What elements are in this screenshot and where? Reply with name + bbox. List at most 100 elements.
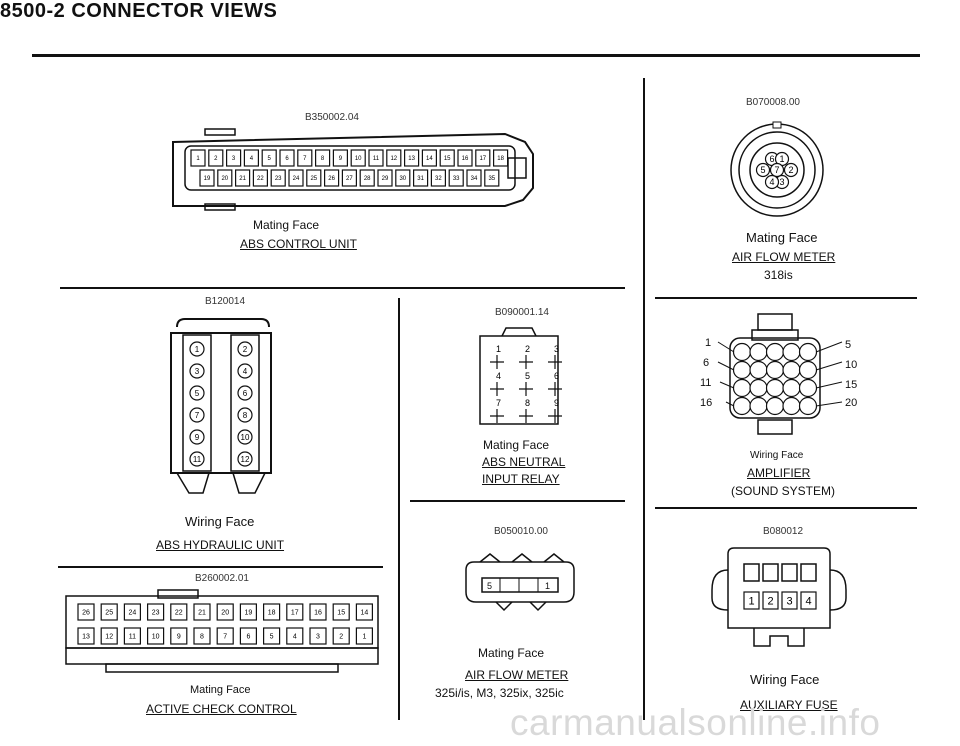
amp-label-16: 16 — [700, 397, 713, 409]
abs-neutral-pin-6 — [548, 382, 562, 396]
amplifier-pin-15 — [798, 378, 818, 398]
abs-hydraulic-pin-4 — [237, 363, 253, 379]
active-check-pin-7-label: 7 — [223, 633, 227, 640]
abs-control-pin-6-label: 6 — [285, 156, 289, 162]
abs-hydraulic-pin-8 — [237, 407, 253, 423]
divider-h2 — [655, 297, 917, 299]
abs-control-pin-10 — [350, 149, 366, 167]
abs-control-pin-9 — [332, 149, 348, 167]
abs-hydraulic-pin-9-label: 9 — [195, 433, 200, 442]
divider-v1 — [643, 78, 645, 720]
watermark: carmanualsonline.info — [510, 702, 881, 743]
active-check-pin-26-label: 26 — [82, 609, 90, 616]
divider-v2 — [398, 298, 400, 720]
amplifier-pin-12 — [749, 378, 768, 398]
active-check-pin-17 — [286, 603, 304, 621]
abs-control-face: Mating Face — [253, 218, 320, 232]
amp-label-1: 1 — [705, 337, 712, 349]
abs-control-component: ABS CONTROL UNIT — [240, 237, 357, 251]
active-check-pin-19-label: 19 — [245, 609, 253, 616]
active-check-pin-21-label: 21 — [198, 609, 206, 616]
amp-label-20: 20 — [845, 397, 858, 409]
abs-control-pin-31-label: 31 — [417, 176, 424, 182]
auxfuse-slot-3 — [781, 563, 798, 582]
abs-hydraulic-pin-11 — [189, 451, 205, 467]
abs-control-pin-5 — [261, 149, 277, 167]
active-check-component: ACTIVE CHECK CONTROL — [146, 702, 297, 716]
abs-neutral-pin-6-label: 6 — [554, 371, 559, 381]
amp-label-10: 10 — [845, 359, 858, 371]
abs-hydraulic-pin-3 — [189, 363, 205, 379]
abs-control-pin-29-label: 29 — [382, 176, 389, 182]
active-check-pin-3-label: 3 — [316, 633, 320, 640]
abs-control-pin-31 — [413, 169, 429, 187]
abs-hydraulic-pin-6-label: 6 — [243, 389, 248, 398]
airflow318-pin-1-label: 1 — [779, 154, 784, 164]
abs-control-pin-32 — [430, 169, 446, 187]
abs-control-pin-26-label: 26 — [328, 176, 335, 182]
amplifier-pin-20 — [798, 396, 818, 416]
abs-control-pin-35-label: 35 — [488, 176, 495, 182]
abs-control-pin-11 — [368, 149, 384, 167]
abs-control-pin-4 — [243, 149, 260, 167]
amp-label-5: 5 — [845, 339, 852, 351]
active-check-pin-20-label: 20 — [221, 609, 229, 616]
abs-control-pin-29 — [377, 169, 393, 187]
header-rule — [32, 54, 920, 57]
airflow318-model: 318is — [764, 268, 793, 282]
abs-control-pin-28-label: 28 — [364, 176, 371, 182]
abs-control-pin-25 — [306, 169, 322, 187]
abs-control-pin-1-label: 1 — [196, 156, 200, 162]
abs-hydraulic-pin-5-label: 5 — [195, 389, 200, 398]
abs-neutral-pin-7-label: 7 — [496, 398, 501, 408]
abs-control-pin-15-label: 15 — [444, 156, 451, 162]
abs-control-pin-12-label: 12 — [390, 156, 397, 162]
abs-control-pin-12 — [386, 149, 402, 167]
active-check-pin-16-label: 16 — [314, 609, 322, 616]
active-check-pin-22-label: 22 — [175, 609, 183, 616]
abs-hydraulic-pin-3-label: 3 — [195, 367, 200, 376]
abs-hydraulic-code: B120014 — [205, 296, 246, 307]
amplifier-pin-16 — [732, 396, 752, 416]
abs-hydraulic-pin-4-label: 4 — [243, 367, 248, 376]
abs-control-pin-34 — [466, 169, 482, 187]
amplifier-pin-10 — [798, 360, 818, 380]
abs-control-pin-3-label: 3 — [232, 156, 236, 162]
airflow318-pin-7-label: 7 — [774, 165, 779, 175]
airflow318-pin-4-label: 4 — [769, 177, 774, 187]
airflow325-model: 325i/is, M3, 325ix, 325ic — [435, 686, 564, 700]
abs-control-pin-33-label: 33 — [453, 176, 460, 182]
abs-neutral-pin-9-label: 9 — [554, 398, 559, 408]
active-check-pin-8-label: 8 — [200, 633, 204, 640]
active-check-pin-6 — [239, 627, 257, 645]
amplifier-pin-4 — [782, 342, 801, 362]
active-check-pin-23 — [146, 603, 165, 621]
auxfuse-pin-2 — [762, 591, 779, 610]
active-check-pin-2 — [332, 627, 350, 645]
abs-neutral-pin-9 — [548, 409, 562, 423]
divider-h5 — [655, 507, 917, 509]
abs-control-pin-21 — [234, 169, 251, 187]
abs-hydraulic-pin-1 — [189, 341, 205, 357]
airflow318-code: B070008.00 — [746, 97, 800, 108]
amp-label-6: 6 — [703, 357, 710, 369]
active-check-pin-25-label: 25 — [105, 609, 113, 616]
abs-neutral-pin-3-label: 3 — [554, 344, 559, 354]
active-check-pin-9-label: 9 — [177, 633, 181, 640]
airflow325-face: Mating Face — [478, 646, 545, 660]
abs-control-pin-30 — [395, 169, 411, 187]
airflow318-pin-7 — [769, 162, 785, 178]
airflow318-pin-6-label: 6 — [769, 154, 774, 164]
auxfuse-pin-3 — [781, 591, 798, 610]
active-check-pin-12-label: 12 — [105, 633, 113, 640]
amplifier-pin-1 — [732, 342, 752, 362]
amplifier-pin-6 — [732, 360, 752, 380]
abs-control-pin-13-label: 13 — [408, 156, 415, 162]
abs-control-pin-20-label: 20 — [221, 176, 228, 182]
abs-hydraulic-face: Wiring Face — [185, 514, 255, 529]
abs-control-pin-16 — [457, 149, 473, 167]
active-check-pin-17-label: 17 — [291, 609, 299, 616]
active-check-pin-26 — [77, 603, 95, 621]
